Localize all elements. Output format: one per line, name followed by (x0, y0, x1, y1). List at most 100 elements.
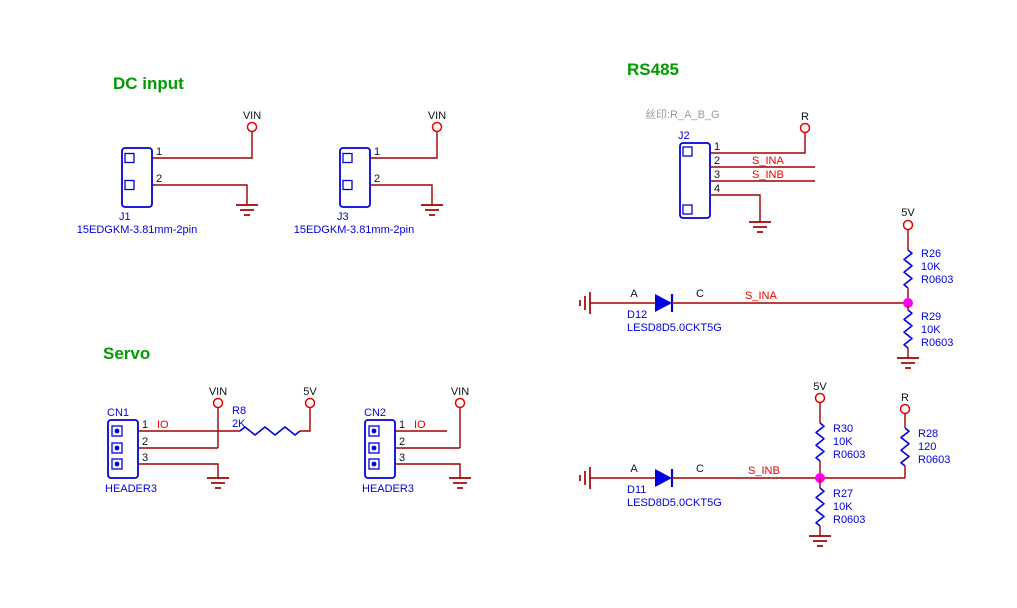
5v-net-label: 5V (303, 386, 317, 398)
cn1-part-number: HEADER3 (105, 483, 157, 495)
ground-symbol-j1[interactable] (236, 204, 258, 216)
cn2-pin-dot (371, 461, 377, 467)
cn1-pin-dot (114, 461, 120, 467)
j3-pin1-wire (370, 131, 438, 159)
r28-refdes: R28 (918, 428, 938, 440)
net-label-io: IO (157, 419, 169, 431)
j3-pin2-wire (370, 184, 433, 205)
cn2-part-number: HEADER3 (362, 483, 414, 495)
connector-cn1[interactable]: VIN 5V R8 2K 1 2 3 IO CN1 HEADER3 (105, 386, 317, 495)
connector-j2[interactable]: R J2 1 2 3 4 S_INA S_INB (678, 111, 815, 233)
j2-refdes: J2 (678, 130, 690, 142)
net-label-s-inb: S_INB (752, 169, 784, 181)
5v-terminal-r30[interactable] (814, 392, 826, 404)
5v-terminal-r8[interactable] (304, 397, 316, 409)
r-terminal-r28[interactable] (899, 403, 911, 415)
5v-net-label: 5V (813, 381, 827, 393)
ground-symbol-j2[interactable] (749, 221, 771, 233)
esd-net-a[interactable]: A C S_INA D12 LESD8D5.0CKT5G 5V R26 10K … (579, 207, 953, 369)
j2-pin-number-1: 1 (714, 141, 720, 153)
vin-net-label: VIN (243, 110, 261, 122)
r-net-label: R (901, 392, 909, 404)
ground-symbol-d11[interactable] (579, 467, 591, 489)
cn1-refdes: CN1 (107, 407, 129, 419)
cn1-body (107, 419, 139, 479)
ground-symbol-j3[interactable] (421, 204, 443, 216)
silkscreen-note: 丝印:R_A_B_G (645, 108, 720, 121)
ground-symbol-cn1[interactable] (207, 477, 229, 489)
r30-value: 10K (833, 436, 853, 448)
vin-terminal-cn2[interactable] (454, 397, 466, 409)
diode-d11-symbol[interactable] (655, 469, 672, 487)
resistor-r27-symbol[interactable] (815, 487, 825, 527)
r26-package: R0603 (921, 274, 953, 286)
j1-pin-number-2: 2 (156, 173, 162, 185)
r28-value: 120 (918, 441, 936, 453)
section-title-rs485: RS485 (627, 60, 679, 79)
j2-pin-number-4: 4 (714, 183, 720, 195)
cn2-pin-number-3: 3 (399, 452, 405, 464)
j2-pin-number-3: 3 (714, 169, 720, 181)
r30-package: R0603 (833, 449, 865, 461)
j1-body (121, 147, 153, 208)
d12-anode-label: A (630, 288, 638, 300)
resistor-r28-symbol[interactable] (900, 427, 910, 467)
r-terminal-j2[interactable] (799, 122, 811, 134)
ground-symbol-r27[interactable] (809, 535, 831, 547)
cn2-pin-dot (371, 428, 377, 434)
vin-terminal-j1[interactable] (246, 121, 258, 133)
ground-symbol-r29[interactable] (897, 357, 919, 369)
cn1-pin-number-3: 3 (142, 452, 148, 464)
r29-refdes: R29 (921, 311, 941, 323)
section-title-servo: Servo (103, 344, 150, 363)
d11-cathode-label: C (696, 463, 704, 475)
r8-5v-wire (300, 407, 311, 432)
connector-j1[interactable]: VIN 1 2 J1 15EDGKM-3.81mm-2pin (77, 110, 261, 236)
j3-pin-number-2: 2 (374, 173, 380, 185)
vin-terminal-cn1[interactable] (212, 397, 224, 409)
cn2-pin-pad (368, 442, 380, 454)
j1-tab (124, 179, 135, 191)
r27-package: R0603 (833, 514, 865, 526)
r8-refdes: R8 (232, 405, 246, 417)
cn1-pin-pad (111, 425, 123, 437)
net-label-s-ina: S_INA (745, 290, 777, 302)
j3-tab (342, 152, 353, 164)
resistor-r8-symbol[interactable] (239, 426, 301, 436)
j2-pin4-wire (710, 194, 761, 222)
5v-terminal-r26[interactable] (902, 219, 914, 231)
vin-net-label: VIN (209, 386, 227, 398)
ground-symbol-cn2[interactable] (449, 477, 471, 489)
resistor-r26-symbol[interactable] (903, 249, 913, 289)
net-label-io: IO (414, 419, 426, 431)
r26-refdes: R26 (921, 248, 941, 260)
resistor-r30-symbol[interactable] (815, 422, 825, 462)
cn2-body (364, 419, 396, 479)
resistor-r29-symbol[interactable] (903, 309, 913, 349)
net-label-s-ina: S_INA (752, 155, 784, 167)
d11-anode-label: A (630, 463, 638, 475)
j3-tab (342, 179, 353, 191)
diode-d12-symbol[interactable] (655, 294, 672, 312)
r-net-label: R (801, 111, 809, 123)
cn1-pin-dot (114, 445, 120, 451)
ground-symbol-d12[interactable] (579, 292, 591, 314)
cn2-refdes: CN2 (364, 407, 386, 419)
esd-net-b[interactable]: A C S_INB D11 LESD8D5.0CKT5G 5V R30 10K … (579, 381, 950, 547)
r26-value: 10K (921, 261, 941, 273)
d11-refdes: D11 (627, 484, 646, 496)
r30-refdes: R30 (833, 423, 853, 435)
j2-pin1-wire (710, 132, 806, 154)
connector-cn2[interactable]: VIN 1 2 3 IO CN2 HEADER3 (362, 386, 471, 495)
connector-j3[interactable]: VIN 1 2 J3 15EDGKM-3.81mm-2pin (294, 110, 446, 236)
j3-part-number: 15EDGKM-3.81mm-2pin (294, 224, 414, 236)
cn1-pin3-wire (138, 463, 219, 478)
cn2-pin-number-1: 1 (399, 419, 405, 431)
r28-package: R0603 (918, 454, 950, 466)
vin-terminal-j3[interactable] (431, 121, 443, 133)
5v-net-label: 5V (901, 207, 915, 219)
r27-value: 10K (833, 501, 853, 513)
r29-value: 10K (921, 324, 941, 336)
d12-cathode-label: C (696, 288, 704, 300)
